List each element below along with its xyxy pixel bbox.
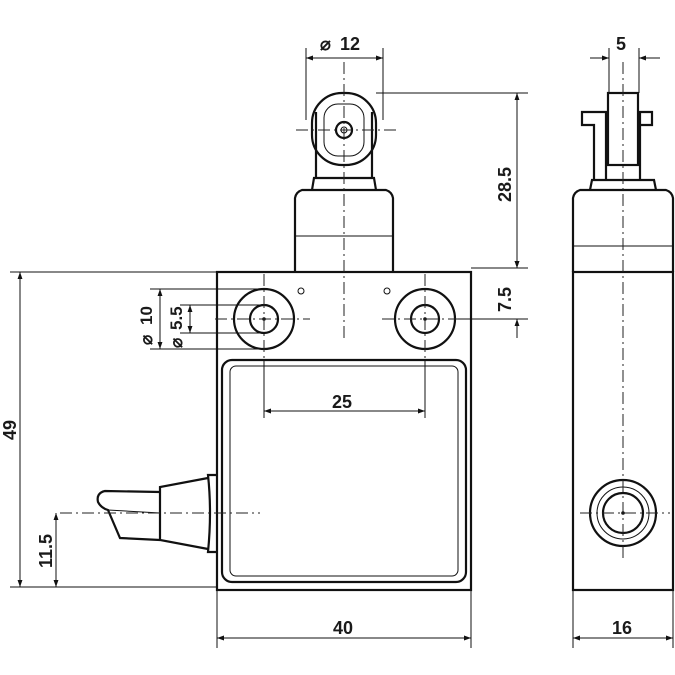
dim-roller-diameter: 12 <box>340 34 360 54</box>
dim-hole-outer-diameter: 10 <box>137 306 156 325</box>
dim-body-width: 40 <box>333 618 353 638</box>
dim-plunger-height: 28.5 <box>495 167 515 202</box>
cover-plate <box>220 358 468 584</box>
dim-roller-width: 5 <box>616 34 626 54</box>
dim-hole-offset: 7.5 <box>495 287 515 312</box>
side-view <box>571 62 675 592</box>
dim-hole-inner-diameter: 5.5 <box>167 306 186 330</box>
diameter-symbol-outer: ⌀ <box>137 334 156 345</box>
diameter-symbol-inner: ⌀ <box>167 337 186 348</box>
front-view <box>60 62 473 592</box>
switch-body <box>215 270 473 592</box>
dimension-labels: ⌀ 12 5 28.5 7.5 ⌀ 10 ⌀ 5.5 25 49 11.5 40… <box>0 34 632 638</box>
dim-body-depth: 16 <box>612 618 632 638</box>
dim-cable-height: 11.5 <box>36 534 56 568</box>
diameter-symbol: ⌀ <box>320 34 331 54</box>
dim-hole-spacing: 25 <box>332 392 352 412</box>
dimension-lines <box>10 48 674 648</box>
dim-body-height: 49 <box>0 420 20 440</box>
